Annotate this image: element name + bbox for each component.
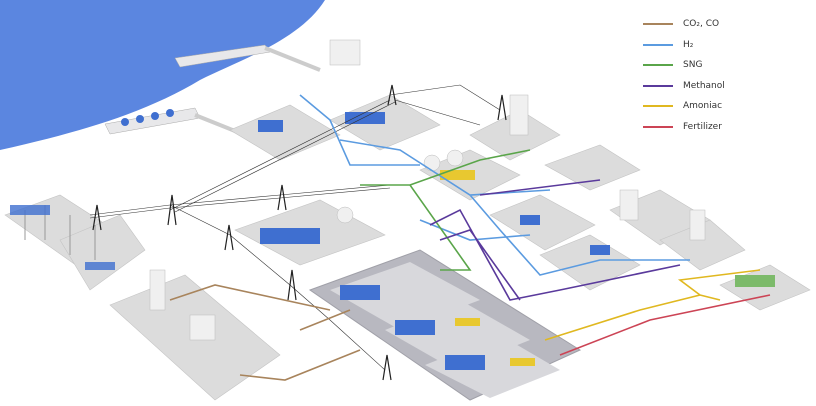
pipe-sng xyxy=(360,149,531,271)
electrolyzers xyxy=(258,112,610,370)
legend-item-methanol: Methanol xyxy=(643,76,725,97)
legend-swatch xyxy=(643,43,673,46)
pipe-methanol xyxy=(429,179,681,301)
legend-label: H₂ xyxy=(683,39,694,50)
pipe-fertilizer xyxy=(559,294,771,356)
legend-swatch xyxy=(643,125,673,128)
legend-swatch xyxy=(643,105,673,108)
legend-swatch xyxy=(643,84,673,87)
legend-swatch xyxy=(643,64,673,67)
legend-item-co2-co: CO₂, CO xyxy=(643,14,725,35)
pipe-h2 xyxy=(299,94,690,276)
sea xyxy=(0,0,325,150)
legend-item-fertilizer: Fertilizer xyxy=(643,117,725,138)
legend-label: CO₂, CO xyxy=(683,19,720,30)
legend-label: SNG xyxy=(683,60,703,71)
legend-item-h2: H₂ xyxy=(643,35,725,56)
legend-label: Amoniac xyxy=(683,101,723,112)
legend: CO₂, CO H₂ SNG Methanol Amoniac Fertiliz… xyxy=(643,14,725,137)
legend-label: Methanol xyxy=(683,80,725,91)
legend-item-sng: SNG xyxy=(643,55,725,76)
legend-swatch xyxy=(643,23,673,26)
legend-label: Fertilizer xyxy=(683,121,722,132)
legend-item-amoniac: Amoniac xyxy=(643,96,725,117)
pipe-co2-co xyxy=(169,284,361,381)
pipe-amoniac xyxy=(544,269,761,341)
